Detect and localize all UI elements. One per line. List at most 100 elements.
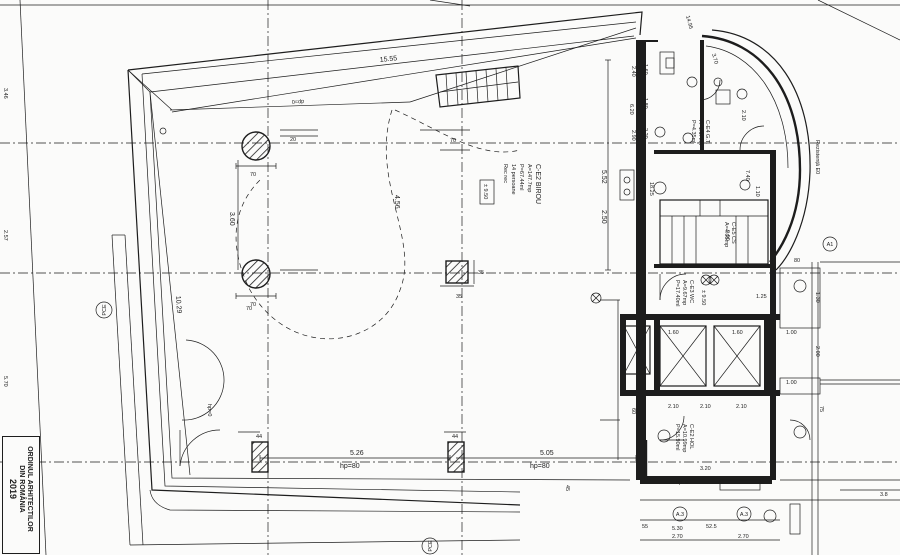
svg-text:1.25: 1.25	[756, 294, 767, 300]
svg-text:3.8: 3.8	[880, 492, 888, 498]
dim-4-56: 4.56	[393, 195, 400, 209]
round-column-1	[241, 131, 271, 161]
svg-text:1.80: 1.80	[642, 98, 648, 109]
svg-text:14 persoane: 14 persoane	[510, 164, 516, 195]
svg-text:hp=80: hp=80	[530, 463, 550, 470]
svg-text:Rezistență E0: Rezistență E0	[814, 140, 820, 174]
svg-text:± 9.50: ± 9.50	[700, 290, 706, 305]
svg-text:0=dp: 0=dp	[292, 99, 305, 106]
door-swings	[179, 79, 811, 467]
svg-text:3.20: 3.20	[700, 466, 711, 472]
svg-text:2.00: 2.00	[814, 346, 820, 357]
svg-text:2.10: 2.10	[736, 404, 747, 410]
svg-text:2.70: 2.70	[672, 534, 683, 540]
svg-text:14.95: 14.95	[684, 15, 693, 30]
svg-text:35: 35	[456, 294, 462, 300]
svg-text:A=9.67mp: A=9.67mp	[681, 280, 687, 305]
svg-text:2.57: 2.57	[2, 230, 8, 241]
svg-text:2.10: 2.10	[668, 404, 679, 410]
svg-text:1.60: 1.60	[668, 330, 679, 336]
room-stair-label: C-E5 CS A=4.95mp	[723, 222, 736, 247]
svg-text:35: 35	[478, 270, 484, 276]
architect-stamp: ORDINUL ARHITECTILOR DIN ROMÂNIA 2019	[2, 436, 40, 554]
svg-text:hp=0: hp=0	[676, 480, 688, 486]
svg-text:± 9.50: ± 9.50	[482, 184, 488, 199]
room-main-label: C-E2 BIROU A=147.7mp P=67.44ml 14 persoa…	[502, 164, 541, 204]
svg-text:44: 44	[452, 434, 458, 440]
svg-text:3.70: 3.70	[710, 53, 719, 65]
svg-text:20: 20	[290, 137, 296, 143]
axis-bubbles: PCE PCE A1 A.3 A.3	[95, 181, 838, 555]
square-column-1	[445, 260, 469, 284]
svg-text:A=4.95mp: A=4.95mp	[723, 222, 729, 247]
svg-text:1.10: 1.10	[754, 186, 760, 197]
svg-text:A=1.17mp: A=1.17mp	[697, 120, 703, 145]
svg-text:C-E4 G.T.: C-E4 G.T.	[704, 120, 710, 145]
svg-text:C-E2 HOL: C-E2 HOL	[688, 424, 694, 449]
service-core-walls	[620, 40, 780, 484]
svg-text:70: 70	[250, 172, 256, 178]
svg-text:P=67.44ml: P=67.44ml	[518, 164, 524, 190]
svg-text:PCE: PCE	[428, 540, 434, 552]
dimension-lines	[235, 59, 637, 461]
svg-text:A=147.7mp: A=147.7mp	[526, 164, 532, 192]
level-tag-box	[479, 179, 495, 205]
svg-text:2.70: 2.70	[738, 534, 749, 540]
dim-5-52: 5.52	[600, 170, 607, 184]
svg-text:2.10: 2.10	[700, 404, 711, 410]
svg-text:hp=0: hp=0	[206, 404, 212, 416]
svg-text:1.60: 1.60	[642, 64, 648, 75]
svg-text:2.90: 2.90	[630, 130, 636, 141]
svg-text:80: 80	[794, 258, 800, 264]
round-column-2	[241, 259, 271, 289]
room-wc-label: C-E3 WC A=9.67mp P=17.40ml	[674, 280, 694, 306]
svg-text:52.5: 52.5	[706, 524, 717, 530]
dim-3-60: 3.60	[228, 212, 235, 226]
room-hol-label: C-E2 HOL A=10.99mp P=15.90ml	[674, 424, 694, 452]
svg-text:5.30: 5.30	[672, 526, 683, 532]
svg-text:55: 55	[642, 524, 648, 530]
svg-text:Rec rec: Rec rec	[502, 164, 508, 183]
svg-text:70: 70	[246, 306, 252, 312]
svg-text:A1: A1	[827, 242, 834, 248]
stamp-year: 2019	[8, 478, 18, 500]
svg-text:75: 75	[818, 406, 824, 412]
columns	[241, 131, 469, 473]
svg-text:hp=80: hp=80	[340, 463, 360, 470]
misc-labels: Rezistență E0 1.60 1.80 2.20 2.10 3.70 1…	[642, 15, 820, 241]
svg-text:2.20: 2.20	[642, 128, 648, 139]
svg-text:1.30: 1.30	[814, 292, 820, 303]
svg-text:60: 60	[630, 408, 636, 414]
stamp-line-1: ORDINUL ARHITECTILOR	[26, 446, 33, 532]
square-column-3	[447, 441, 465, 473]
level-labels: hp=80 hp=80 hp=0 hp=0 0=dp ± 9.50 ± 9.50	[206, 99, 706, 486]
svg-text:C-E3 WC: C-E3 WC	[688, 280, 694, 303]
svg-text:C-E5 CS: C-E5 CS	[730, 222, 736, 244]
svg-text:A.3: A.3	[676, 512, 684, 518]
terrace-outline	[111, 11, 643, 546]
right-balcony	[640, 262, 900, 555]
svg-text:P=4.35ml: P=4.35ml	[690, 120, 696, 143]
dim-5-26: 5.26	[350, 450, 364, 457]
svg-text:P=15.90ml: P=15.90ml	[674, 424, 680, 450]
fixtures	[590, 51, 751, 304]
svg-text:A=10.99mp: A=10.99mp	[681, 424, 687, 452]
dim-10-29: 10.29	[174, 296, 182, 314]
dim-15-55: 15.55	[379, 55, 397, 64]
exterior-stair	[435, 65, 521, 108]
svg-text:9.50: 9.50	[724, 230, 730, 241]
svg-text:3.46: 3.46	[2, 88, 8, 99]
svg-text:6.20: 6.20	[628, 104, 634, 115]
room-mech-label: C-E4 G.T. A=1.17mp P=4.35ml	[690, 120, 710, 145]
dashed-circulation	[235, 109, 406, 340]
svg-text:C-E2 BIROU: C-E2 BIROU	[534, 164, 541, 204]
svg-text:7.40: 7.40	[744, 170, 750, 181]
svg-text:70: 70	[250, 302, 256, 308]
curved-facade	[701, 29, 811, 271]
core-stair	[659, 199, 769, 265]
svg-text:5.70: 5.70	[2, 376, 8, 387]
dim-5-05: 5.05	[540, 450, 554, 457]
svg-text:1.60: 1.60	[732, 330, 743, 336]
